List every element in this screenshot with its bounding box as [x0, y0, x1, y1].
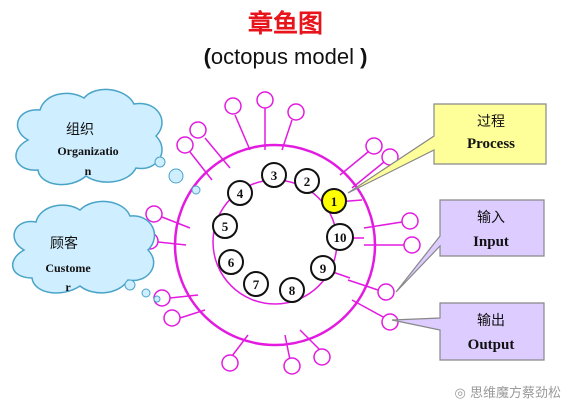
svg-text:过程: 过程 — [477, 114, 505, 130]
node-4: 4 — [227, 180, 253, 206]
svg-text:输出: 输出 — [477, 313, 505, 329]
cloud-organization: 组织 Organizatio n — [15, 88, 201, 195]
svg-text:9: 9 — [320, 261, 327, 276]
node-2: 2 — [294, 168, 320, 194]
svg-text:顾客: 顾客 — [50, 235, 78, 252]
watermark: ◎ 思维魔方蔡劲松 — [455, 382, 562, 401]
node-6: 6 — [218, 249, 244, 275]
node-10: 10 — [326, 223, 354, 251]
svg-text:输入: 输入 — [477, 210, 505, 226]
svg-text:n: n — [85, 164, 92, 178]
wechat-icon: ◎ — [454, 386, 470, 401]
svg-text:Input: Input — [473, 234, 509, 250]
callout-input: 输入 Input — [395, 199, 545, 293]
svg-text:1: 1 — [331, 194, 338, 209]
svg-text:3: 3 — [271, 168, 278, 183]
svg-text:Custome: Custome — [45, 261, 91, 275]
svg-text:8: 8 — [289, 283, 296, 298]
diagram-title: 章鱼图 — [247, 9, 323, 38]
svg-text:Process: Process — [467, 136, 515, 152]
tentacles — [141, 91, 421, 375]
node-1: 1 — [321, 188, 347, 214]
svg-text:组织: 组织 — [66, 122, 94, 138]
diagram-subtitle: (octopus model ) — [203, 44, 368, 69]
svg-text:10: 10 — [334, 230, 347, 245]
svg-text:2: 2 — [304, 174, 311, 189]
svg-text:Organizatio: Organizatio — [57, 144, 118, 158]
node-5: 5 — [212, 213, 238, 239]
svg-text:Output: Output — [468, 337, 515, 353]
svg-text:6: 6 — [228, 255, 235, 270]
svg-text:7: 7 — [253, 277, 260, 292]
svg-text:4: 4 — [237, 186, 244, 201]
svg-text:r: r — [65, 280, 71, 294]
cloud-customer: 顾客 Custome r — [12, 200, 161, 303]
node-9: 9 — [310, 255, 336, 281]
node-8: 8 — [279, 277, 305, 303]
callout-output: 输出 Output — [391, 302, 545, 361]
callout-process: 过程 Process — [347, 103, 547, 194]
watermark-text: 思维魔方蔡劲松 — [469, 386, 561, 401]
svg-text:5: 5 — [222, 219, 229, 234]
node-3: 3 — [261, 162, 287, 188]
node-7: 7 — [243, 271, 269, 297]
